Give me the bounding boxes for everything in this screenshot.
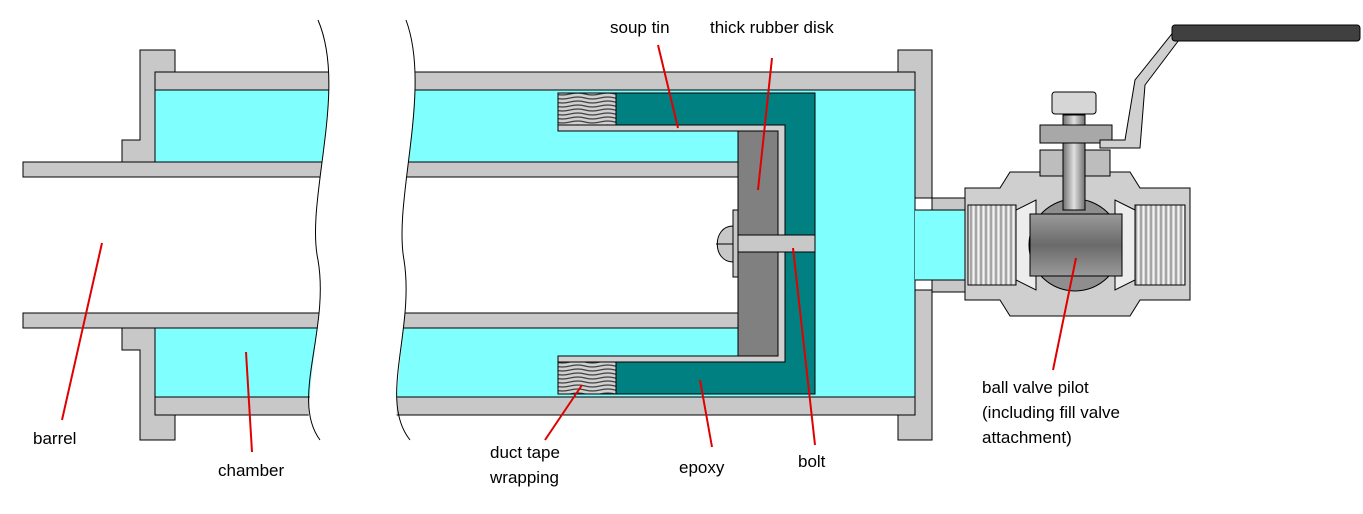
- left-end-cap-bottom: [121, 327, 176, 441]
- valve-ball-bore: [1029, 213, 1123, 277]
- right-end-cap-top: [897, 49, 933, 199]
- leader-ball-valve: [1052, 257, 1077, 371]
- left-end-cap-top: [121, 49, 176, 163]
- label-duct-tape-line1: duct tape: [490, 443, 560, 462]
- leader-barrel: [61, 242, 103, 421]
- leader-soup-tin: [657, 44, 679, 129]
- chamber-water-bottom: [154, 327, 329, 398]
- label-soup-tin: soup tin: [610, 18, 670, 37]
- valve-thread-right: [1134, 204, 1186, 286]
- outlet-pipe-wall-bottom: [931, 279, 971, 293]
- right-section: [396, 71, 916, 416]
- left-break-line: [308, 19, 330, 441]
- chamber-water-top: [154, 89, 329, 163]
- label-chamber: chamber: [218, 461, 284, 480]
- outlet-pipe-water: [915, 210, 970, 280]
- outlet-pipe-wall-top: [931, 197, 971, 211]
- duct-tape-bottom: [557, 361, 617, 395]
- label-ball-valve-line3: attachment): [982, 428, 1072, 447]
- label-duct-tape-line2: wrapping: [489, 468, 559, 487]
- bolt-washer: [732, 209, 739, 278]
- barrel-wall-bottom: [22, 312, 329, 329]
- duct-tape-top: [557, 92, 617, 126]
- label-ball-valve-line2: (including fill valve: [982, 403, 1120, 422]
- ball-valve: [964, 24, 1361, 317]
- piston: [557, 92, 816, 395]
- labels: soup tin thick rubber disk barrel chambe…: [33, 18, 1120, 487]
- label-bolt: bolt: [798, 452, 826, 471]
- leader-bolt: [792, 247, 816, 446]
- right-barrel-bore: [396, 162, 740, 328]
- valve-handle-grip: [1171, 24, 1361, 42]
- leader-lines: [61, 44, 1077, 453]
- label-barrel: barrel: [33, 429, 76, 448]
- bolt-shank: [737, 234, 816, 253]
- leader-chamber: [245, 351, 253, 453]
- valve-thread-left: [967, 204, 1017, 286]
- right-barrel-wall-bottom: [396, 312, 741, 329]
- right-chamber-wall-bottom: [396, 396, 916, 416]
- right-break-line: [396, 19, 416, 441]
- valve-packing-nut: [1039, 124, 1113, 144]
- right-chamber-wall-top: [396, 71, 916, 91]
- right-barrel-wall-top: [396, 161, 741, 178]
- leader-duct-tape: [544, 384, 583, 441]
- left-section: [22, 71, 329, 416]
- label-thick-rubber-disk: thick rubber disk: [710, 18, 834, 37]
- chamber-wall-top: [154, 71, 329, 91]
- label-ball-valve-line1: ball valve pilot: [982, 378, 1089, 397]
- label-epoxy: epoxy: [679, 458, 725, 477]
- leader-rubber-disk: [757, 57, 773, 191]
- soup-tin: [557, 124, 786, 363]
- valve-stem-nut: [1051, 91, 1097, 115]
- barrel-wall-top: [22, 161, 329, 178]
- leader-epoxy: [699, 379, 713, 448]
